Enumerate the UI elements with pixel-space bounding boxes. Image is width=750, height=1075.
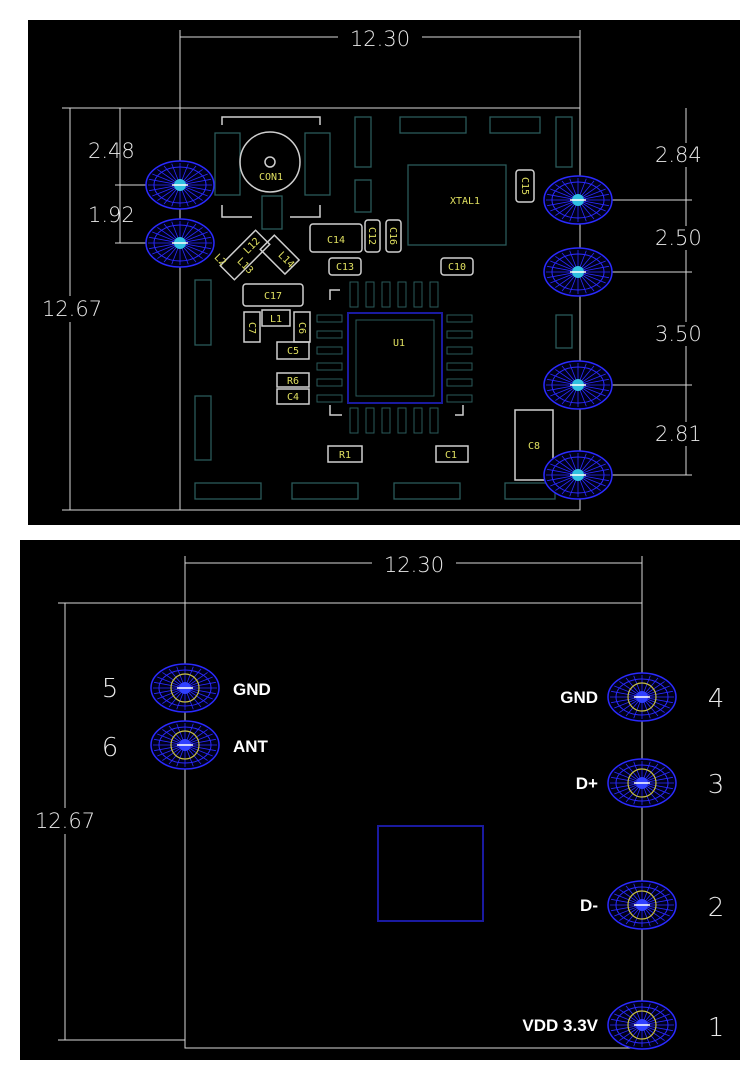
width-dimension: 12.30 [179,26,581,108]
designator-r6: R6 [287,376,299,387]
pin-labels: 5 GND 6 ANT 4 GND 3 D+ 2 D- 1 VDD 3.3V [102,674,725,1043]
pin-name: GND [233,680,271,699]
pin-number: 2 [708,893,725,923]
designator-c12: C12 [366,227,377,245]
svg-text:1.92: 1.92 [88,203,135,227]
pin-number: 4 [708,684,725,714]
chip-outline-bottom [377,825,484,922]
edge-pad [607,880,677,930]
pin-number: 3 [708,770,725,800]
designator-c14: C14 [327,235,345,246]
edge-pad [607,758,677,808]
edge-pad [607,1000,677,1050]
bottom-edge-pads [150,663,677,1050]
designator-con1: CON1 [259,172,283,183]
pin-name: GND [560,688,598,707]
designator-c4: C4 [287,392,299,403]
pin-number: 5 [102,674,119,704]
board-outline-bottom [184,602,643,1049]
height-dimension: 12.67 [32,107,180,511]
designator-c1: C1 [445,450,457,461]
edge-pad [543,360,613,410]
designator-c13: C13 [336,262,354,273]
designator-c17: C17 [264,291,282,302]
designator-c6: C6 [296,322,307,334]
designator-c15: C15 [519,177,530,195]
designator-c7: C7 [246,322,257,334]
svg-text:2.84: 2.84 [655,143,702,167]
pin-number: 1 [708,1013,725,1043]
bottom-view-panel: 12.30 12.67 5 GND 6 ANT 4 GND 3 D+ 2 D- … [20,540,740,1060]
edge-pad [145,218,215,268]
designator-c5: C5 [287,346,299,357]
pin-name: D- [580,896,598,915]
pin-name: VDD 3.3V [522,1016,598,1035]
svg-text:2.50: 2.50 [655,226,702,250]
edge-pad [145,160,215,210]
width-dimension-bottom: 12.30 [184,552,643,603]
component-outlines [219,116,554,481]
svg-text:12.30: 12.30 [350,27,410,51]
designator-c10: C10 [448,262,466,273]
edge-pad [543,175,613,225]
designator-c8: C8 [528,441,540,452]
svg-text:12.30: 12.30 [384,553,444,577]
edge-pad [150,720,220,770]
designator-l1: L1 [270,314,282,325]
top-view-panel: 12.30 12.67 2.48 1.92 2.84 2.50 3.50 2.8… [28,20,740,525]
svg-text:12.67: 12.67 [35,809,95,833]
svg-text:2.81: 2.81 [655,422,702,446]
height-dimension-bottom: 12.67 [25,602,185,1041]
edge-pad [607,672,677,722]
edge-pad [150,663,220,713]
u1-outline [347,312,443,404]
edge-pad [543,450,613,500]
edge-pad [543,247,613,297]
svg-text:3.50: 3.50 [655,322,702,346]
right-pin-dimensions: 2.84 2.50 3.50 2.81 [580,108,720,476]
pin-name: D+ [576,774,598,793]
designator-r1: R1 [339,450,351,461]
footprint-pads [194,116,573,500]
top-edge-pads [145,160,613,500]
designator-c16: C16 [387,227,398,245]
pin-number: 6 [102,733,119,763]
designator-u1: U1 [393,338,405,349]
svg-text:12.67: 12.67 [42,297,102,321]
con1-outline [239,131,301,193]
svg-text:2.48: 2.48 [88,139,135,163]
board-outline [179,107,581,511]
pin-name: ANT [233,737,269,756]
designator-xtal1: XTAL1 [450,196,480,207]
